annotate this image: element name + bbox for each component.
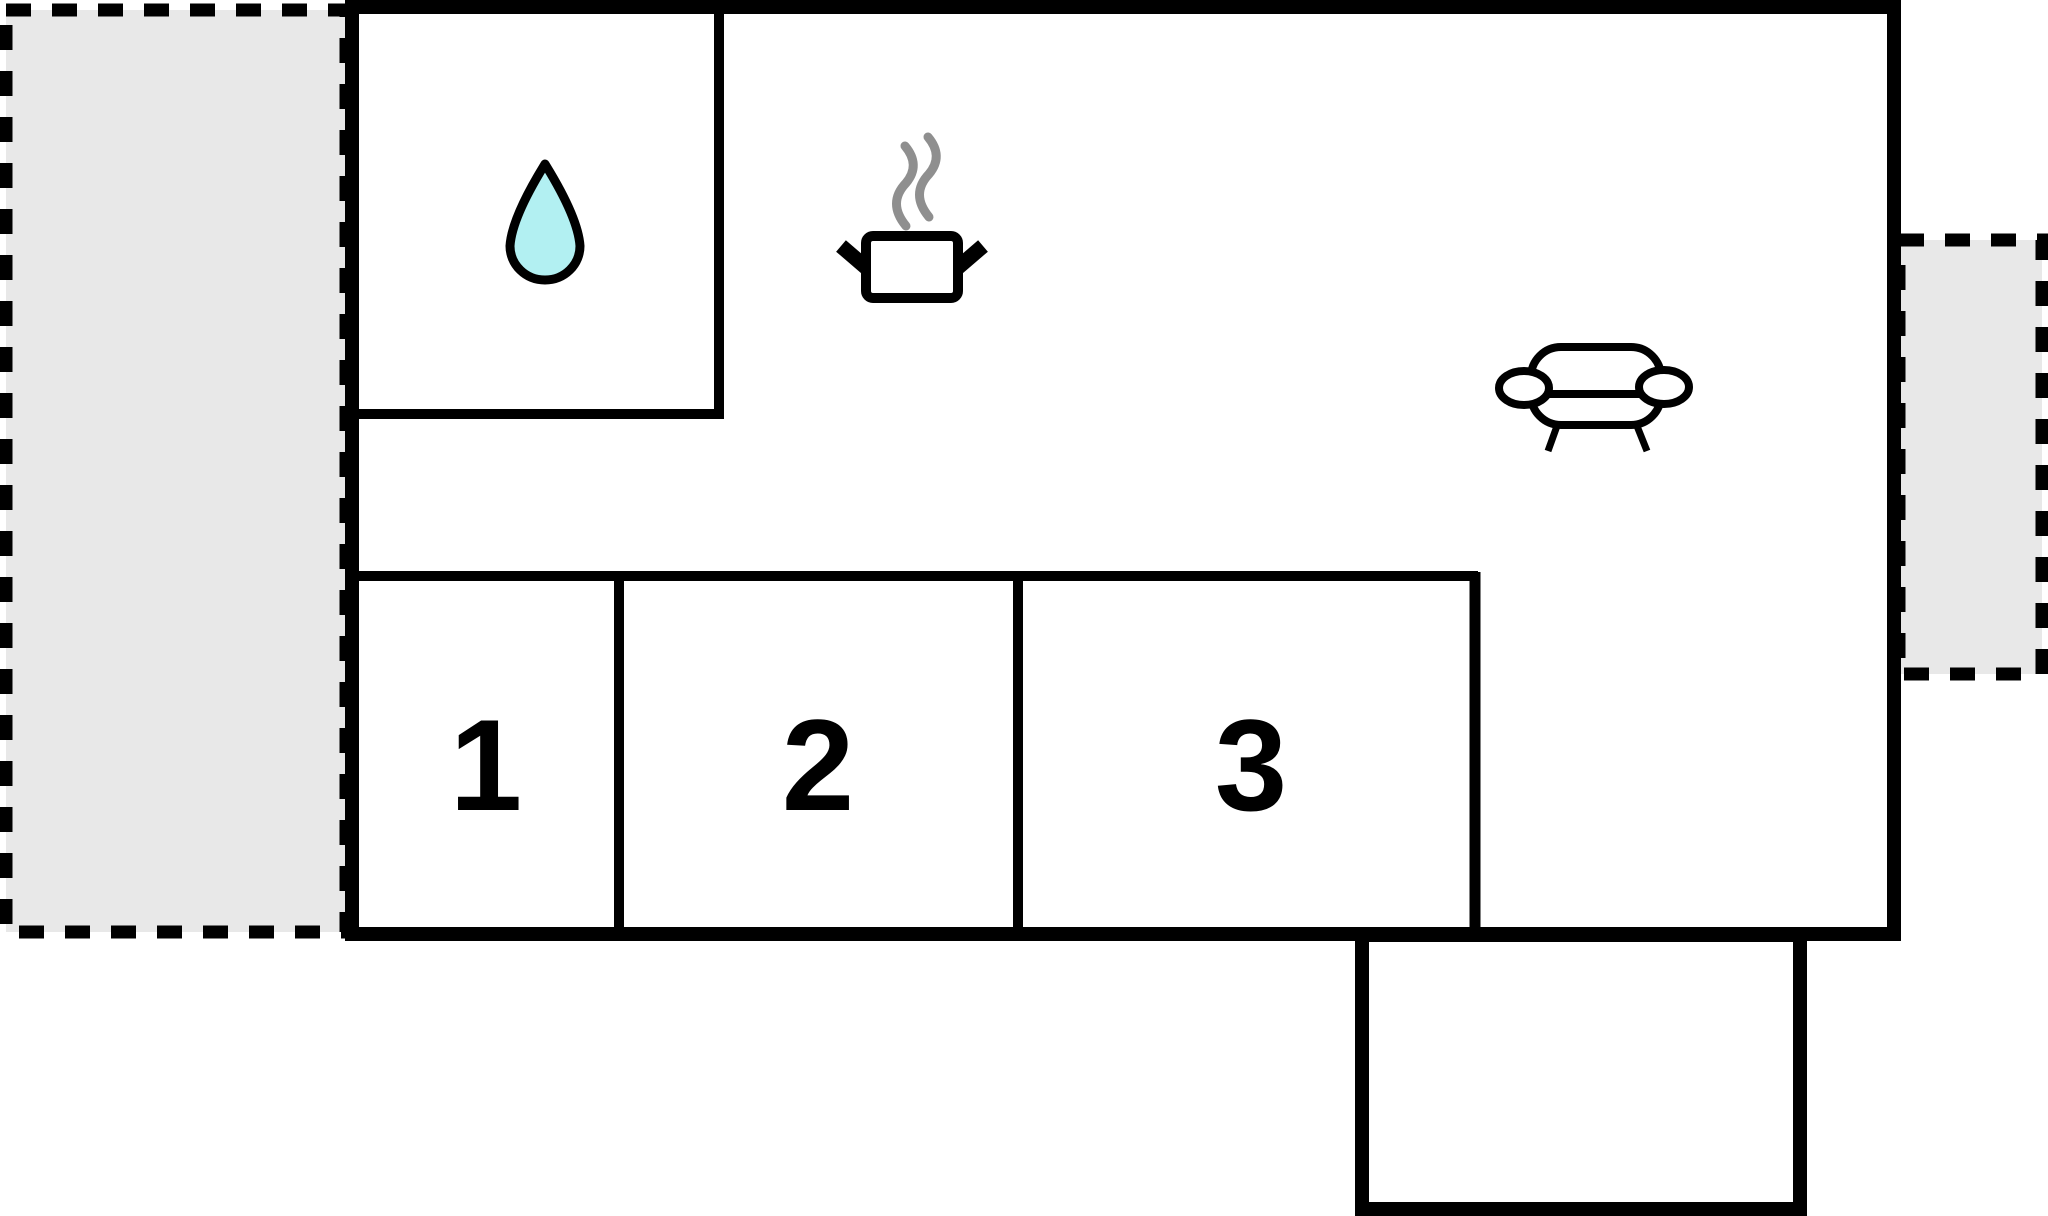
- sofa-armrest-left: [1495, 367, 1553, 409]
- building-outline: [345, 0, 1901, 941]
- sofa-leg-right: [1633, 424, 1651, 453]
- pot-body: [861, 231, 963, 303]
- steam-icon: [892, 132, 941, 231]
- room-1-label: 1: [450, 692, 522, 838]
- sofa-armrest-right: [1635, 366, 1693, 408]
- cooking-pot-icon: [836, 231, 988, 303]
- room-3-label: 3: [1215, 692, 1287, 838]
- terrace-right: [1892, 233, 2048, 681]
- steam-wave-left: [892, 141, 918, 231]
- steam-wave-right: [915, 132, 941, 222]
- sofa-icon: [1495, 343, 1693, 453]
- porch-extension: [1355, 928, 1807, 1216]
- room-2-label: 2: [782, 692, 854, 838]
- sofa-leg-left: [1544, 424, 1561, 453]
- terrace-left: [0, 3, 353, 939]
- bathroom-walls: [356, 10, 724, 419]
- water-drop-icon: [505, 159, 585, 285]
